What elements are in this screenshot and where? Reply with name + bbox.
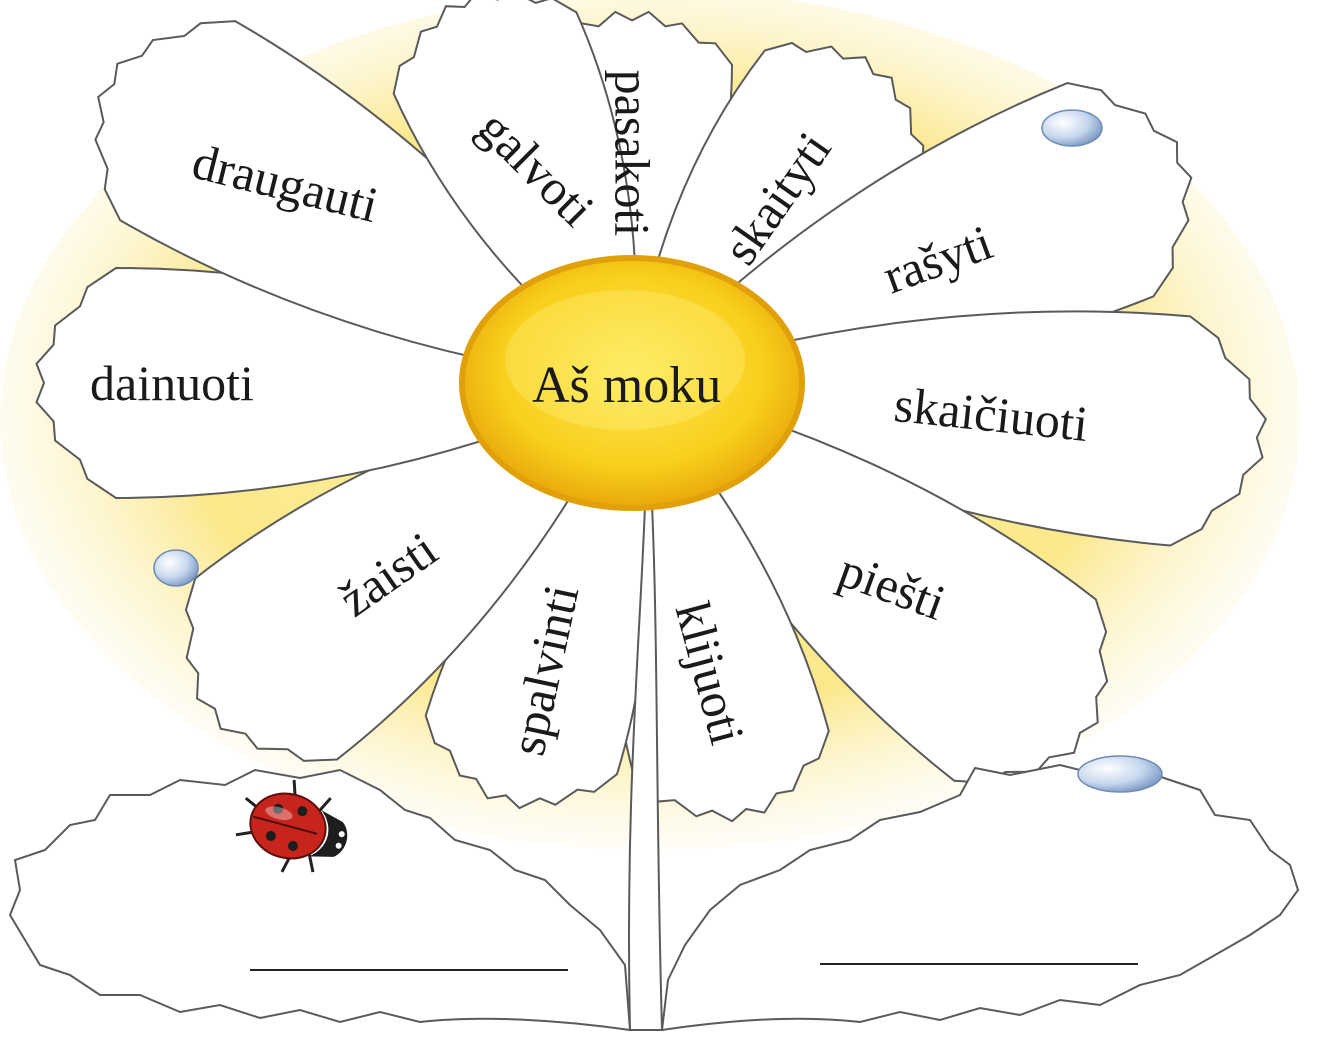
left-leaf-answer-line[interactable]: [250, 969, 568, 971]
dewdrop: [1042, 110, 1102, 146]
right-leaf-answer-line[interactable]: [820, 963, 1138, 965]
dewdrop: [1078, 756, 1162, 792]
petal-word: pasakoti: [607, 70, 657, 237]
petal-word: dainuoti: [90, 358, 254, 408]
center-label: Aš moku: [532, 360, 721, 412]
dewdrop: [154, 550, 198, 586]
